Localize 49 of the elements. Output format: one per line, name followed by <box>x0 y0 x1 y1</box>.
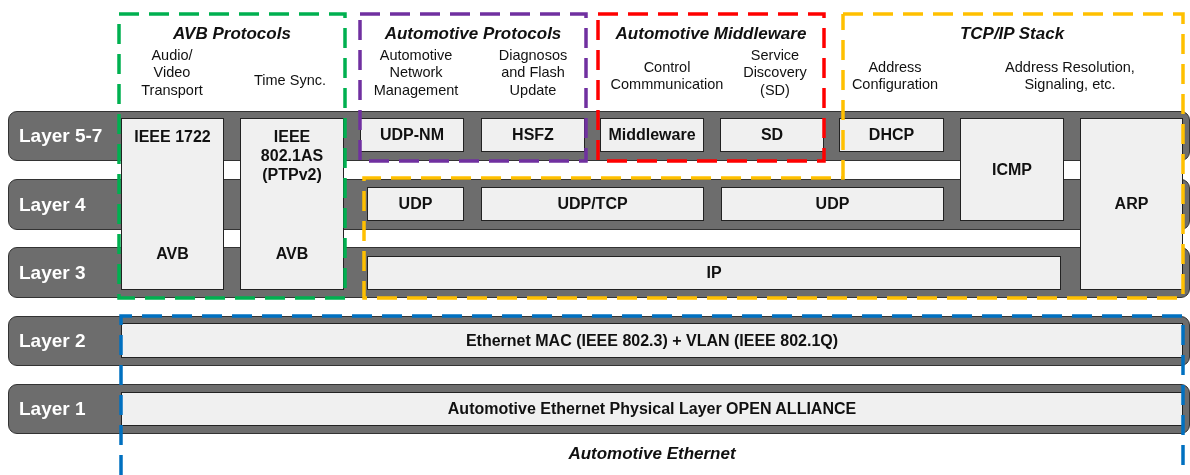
dashed-group-frame <box>119 314 1185 475</box>
protocol-label: IEEE 1722 <box>134 127 211 147</box>
protocol-box <box>367 256 1061 290</box>
protocol-box <box>360 118 464 152</box>
protocol-label: ICMP <box>992 159 1032 180</box>
layer-label: Layer 4 <box>19 192 86 217</box>
group-description: Address Resolution, Signaling, etc. <box>1004 59 1136 94</box>
protocol-label: IP <box>706 263 722 283</box>
group-description: Address Configuration <box>850 59 940 94</box>
protocol-label: HSFZ <box>512 125 554 145</box>
protocol-box <box>600 118 704 152</box>
protocol-label: UDP <box>398 194 433 214</box>
protocol-box <box>481 187 704 221</box>
group-title: AVB Protocols <box>172 24 292 45</box>
group-title: Automotive Ethernet <box>567 444 737 465</box>
protocol-box <box>839 118 944 152</box>
protocol-label: DHCP <box>868 125 915 145</box>
protocol-label: UDP <box>815 194 850 214</box>
protocol-label: UDP-NM <box>380 125 444 145</box>
group-description: Diagnosos and Flash Update <box>497 47 569 100</box>
group-title: TCP/IP Stack <box>958 24 1066 45</box>
dashed-group-frame <box>117 12 347 300</box>
protocol-label: SD <box>760 125 784 145</box>
protocol-label: AVB <box>275 243 309 263</box>
dashed-group-frame <box>596 12 826 163</box>
protocol-label: ARP <box>1114 194 1149 214</box>
protocol-label: Middleware <box>608 125 696 145</box>
protocol-box <box>720 118 824 152</box>
protocol-label: IEEE 802.1AS (PTPv2) <box>259 127 325 185</box>
layer-label: Layer 1 <box>19 397 86 421</box>
protocol-box <box>481 118 585 152</box>
group-description: Automotive Network Management <box>372 47 460 100</box>
group-description: Time Sync. <box>253 72 327 90</box>
group-title: Automotive Middleware <box>614 24 808 45</box>
protocol-box <box>367 187 464 221</box>
group-description: Control Commmunication <box>609 59 725 94</box>
protocol-label: UDP/TCP <box>557 194 628 214</box>
layer-label: Layer 5-7 <box>19 124 103 148</box>
protocol-label: Ethernet MAC (IEEE 802.3) + VLAN (IEEE 802.1Q) <box>465 330 839 351</box>
dashed-group-frame <box>358 12 588 163</box>
protocol-label: AVB <box>156 243 189 263</box>
protocol-box <box>721 187 944 221</box>
group-title: Automotive Protocols <box>383 24 563 45</box>
group-description: Service Discovery (SD) <box>742 47 808 100</box>
layer-label: Layer 3 <box>19 260 86 285</box>
group-description: Audio/ Video Transport <box>140 47 204 100</box>
dashed-group-frame <box>362 12 1185 300</box>
protocol-label: Automotive Ethernet Physical Layer OPEN ALLIANCE <box>447 399 857 419</box>
layer-label: Layer 2 <box>19 329 86 353</box>
